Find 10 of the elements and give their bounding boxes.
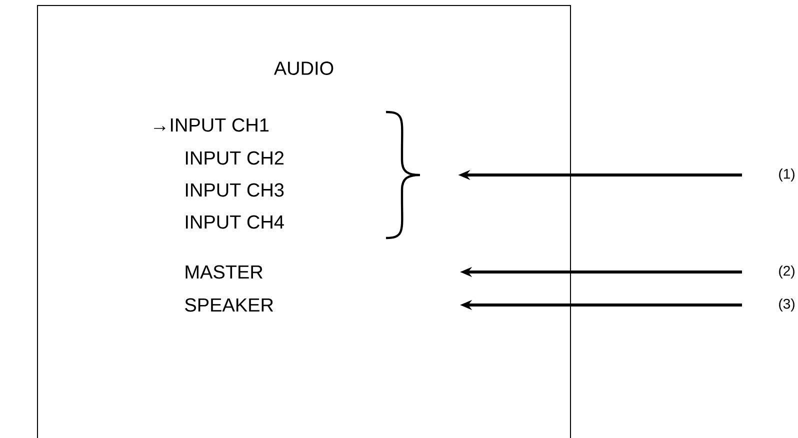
callout-number: (2) — [779, 265, 794, 279]
menu-item: INPUT CH3 — [186, 183, 284, 197]
menu-item: INPUT CH2 — [186, 151, 284, 165]
brace — [386, 110, 422, 240]
menu-item: →INPUT CH1 — [154, 118, 269, 132]
callout-number: (1) — [779, 168, 794, 182]
menu-item: MASTER — [186, 265, 262, 279]
menu-item: INPUT CH4 — [186, 215, 284, 229]
menu-item: SPEAKER — [185, 298, 274, 312]
callout-number: (3) — [779, 298, 794, 312]
